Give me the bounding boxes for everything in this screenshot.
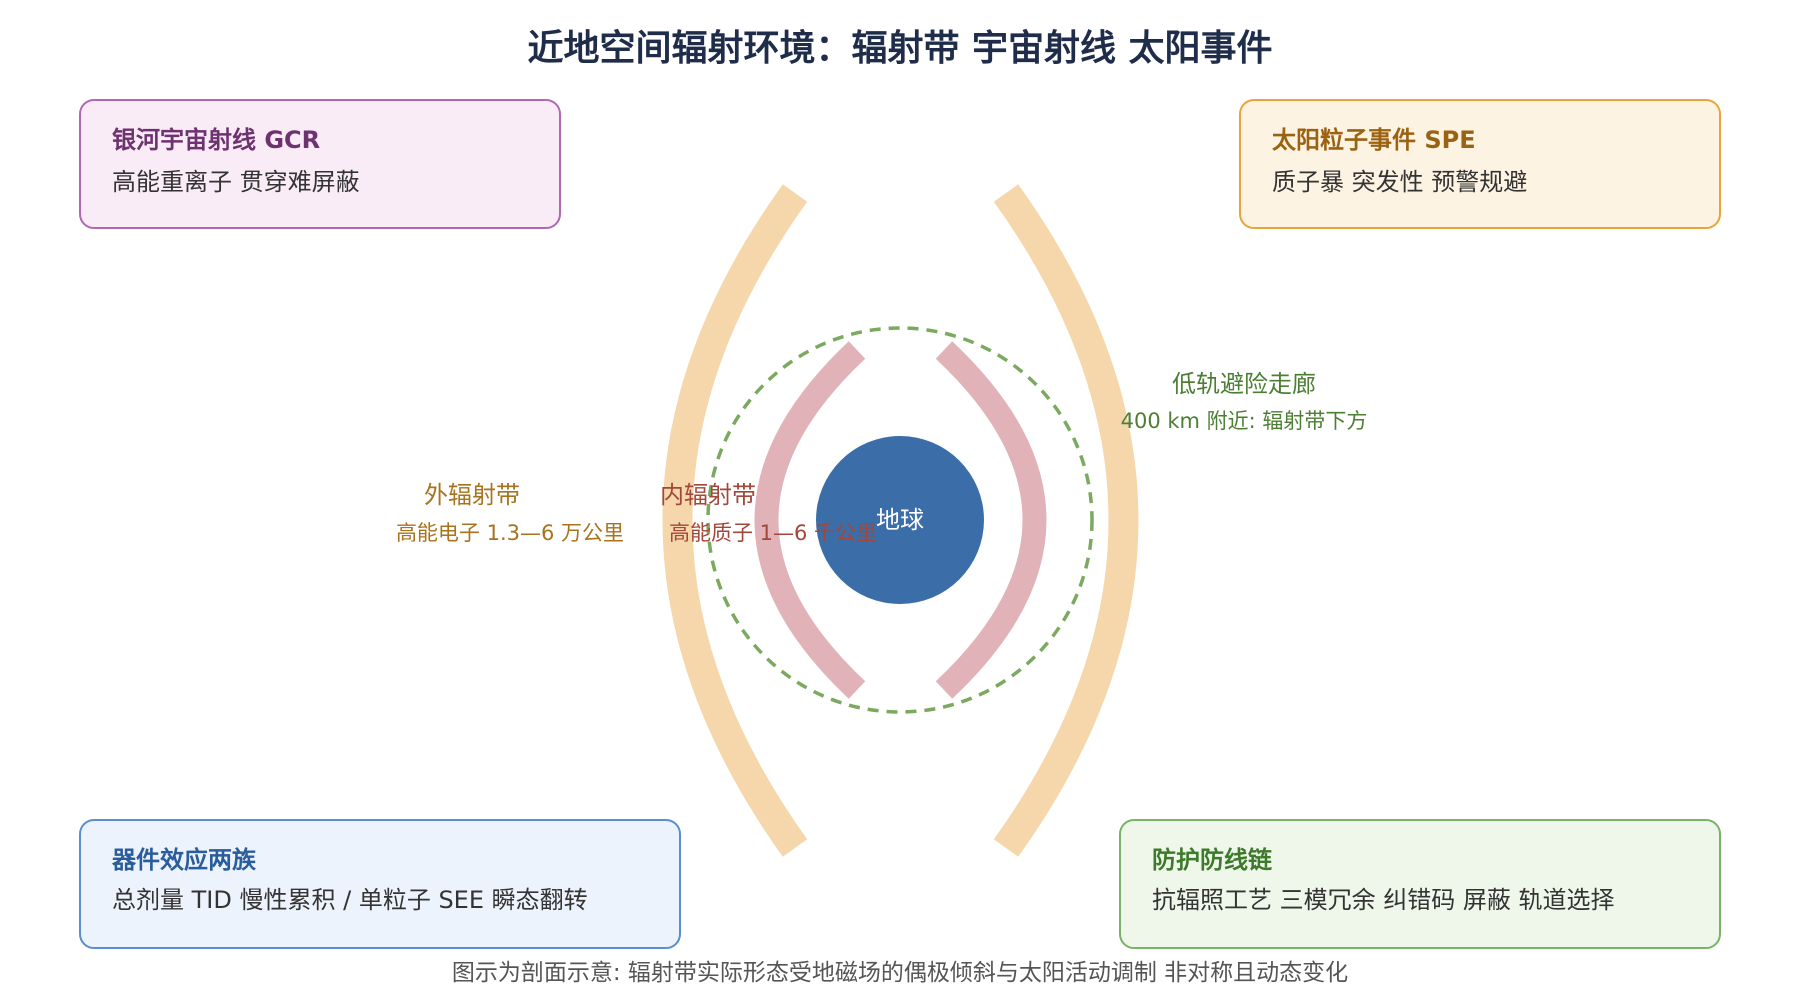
card-gcr-body: 高能重离子 贯穿难屏蔽 <box>112 168 360 196</box>
inner-belt-right-arc <box>935 341 1047 699</box>
card-protection-title: 防护防线链 <box>1152 846 1273 874</box>
leo-corridor-name: 低轨避险走廊 <box>1172 370 1316 398</box>
outer-belt-desc: 高能电子 1.3—6 万公里 <box>396 521 624 545</box>
earth-label: 地球 <box>876 506 924 534</box>
leo-corridor-desc: 400 km 附近: 辐射带下方 <box>1121 409 1368 433</box>
leo-orbit-ring <box>706 326 1094 714</box>
inner-belt-name: 内辐射带 <box>660 481 756 509</box>
card-protection-body: 抗辐照工艺 三模冗余 纠错码 屏蔽 轨道选择 <box>1152 886 1615 914</box>
outer-belt-name: 外辐射带 <box>424 481 520 509</box>
card-spe-title: 太阳粒子事件 SPE <box>1272 126 1476 154</box>
card-spe-body: 质子暴 突发性 预警规避 <box>1272 168 1527 196</box>
footnote: 图示为剖面示意: 辐射带实际形态受地磁场的偶极倾斜与太阳活动调制 非对称且动态变… <box>452 960 1348 986</box>
earth-circle <box>816 436 984 604</box>
card-spe: 太阳粒子事件 SPE 质子暴 突发性 预警规避 <box>1239 99 1721 229</box>
card-protection: 防护防线链 抗辐照工艺 三模冗余 纠错码 屏蔽 轨道选择 <box>1119 819 1721 949</box>
diagram-title: 近地空间辐射环境：辐射带 宇宙射线 太阳事件 <box>527 28 1272 69</box>
card-gcr-title: 银河宇宙射线 GCR <box>112 126 320 154</box>
card-effects-body: 总剂量 TID 慢性累积 / 单粒子 SEE 瞬态翻转 <box>112 886 588 914</box>
card-effects: 器件效应两族 总剂量 TID 慢性累积 / 单粒子 SEE 瞬态翻转 <box>79 819 681 949</box>
outer-belt-left-arc <box>662 184 808 857</box>
outer-belt-right-arc <box>993 184 1139 857</box>
inner-belt-left-arc <box>754 341 866 699</box>
card-effects-title: 器件效应两族 <box>111 846 257 874</box>
inner-belt-desc: 高能质子 1—6 千公里 <box>669 521 877 545</box>
card-gcr: 银河宇宙射线 GCR 高能重离子 贯穿难屏蔽 <box>79 99 561 229</box>
